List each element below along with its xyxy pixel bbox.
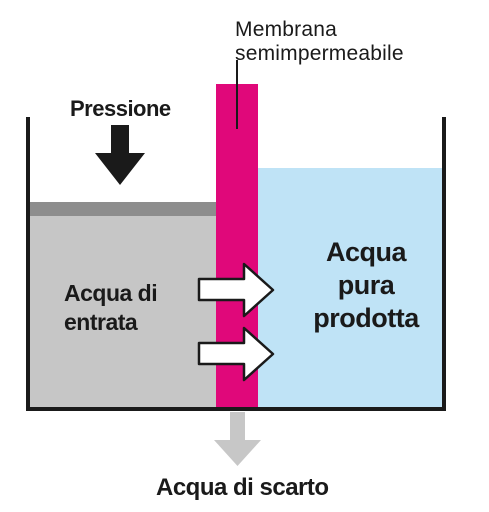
feed-water-label-line-2: entrata: [64, 309, 138, 335]
product-water-label: Acqua pura prodotta: [296, 236, 436, 335]
waste-down-arrow-icon: [214, 412, 261, 466]
pressure-label: Pressione: [70, 96, 171, 121]
membrane-label-line-2: semimpermeabile: [235, 42, 404, 65]
feed-water-label: Acqua di entrata: [64, 279, 158, 337]
product-water-label-line-1: Acqua: [325, 237, 407, 267]
feed-water-body: [28, 216, 217, 409]
feed-water-label-line-1: Acqua di: [64, 280, 158, 306]
pressure-down-arrow-icon: [95, 125, 145, 185]
flow-arrow-top-icon: [197, 262, 275, 318]
tank-outline: [26, 117, 446, 411]
membrane-label: Membrana semimpermeabile: [235, 18, 404, 66]
product-water-body: [256, 168, 444, 409]
membrane-label-line-1: Membrana: [235, 18, 337, 41]
product-water-label-line-2: pura: [337, 270, 395, 300]
flow-arrow-bottom-icon: [197, 326, 275, 382]
feed-water-surface: [28, 202, 217, 216]
waste-water-label: Acqua di scarto: [156, 474, 329, 501]
product-water-label-line-3: prodotta: [313, 303, 419, 333]
